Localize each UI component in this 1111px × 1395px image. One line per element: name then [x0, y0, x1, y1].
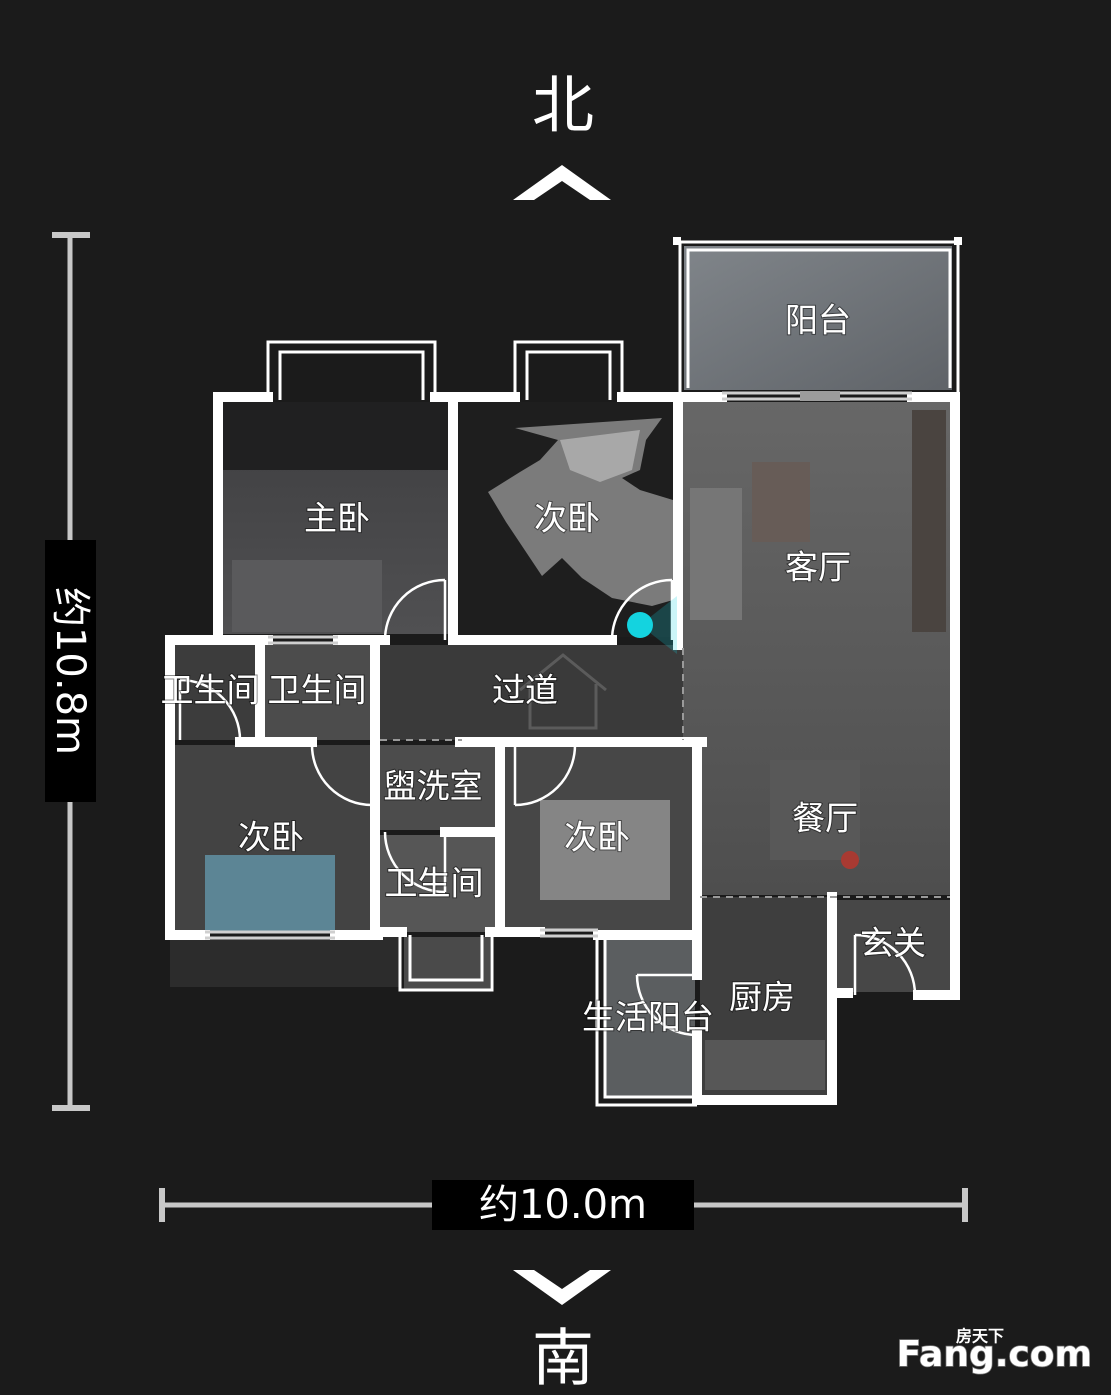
width-label: 约10.0m	[479, 1182, 647, 1228]
coffee-table-shape	[752, 462, 810, 542]
room-area-washroom[interactable]	[378, 745, 495, 830]
master-bed-shape	[232, 560, 382, 632]
width-label-box	[432, 1180, 694, 1230]
south-label: 南	[532, 1322, 594, 1395]
door-entrance	[853, 933, 917, 996]
door-bathroom-south	[383, 831, 447, 894]
south-bathroom-bay-window	[398, 935, 494, 992]
chevron-up-icon	[513, 165, 611, 200]
south-bedroom-window	[540, 928, 598, 938]
windows	[205, 237, 962, 1107]
label-bathroom-south: 卫生间	[385, 864, 484, 903]
label-kitchen: 厨房	[729, 978, 795, 1017]
label-dining-room: 餐厅	[792, 799, 858, 838]
doors	[178, 578, 917, 1037]
utility-balcony-frame	[595, 935, 697, 1107]
sliding-door-handle	[800, 391, 840, 401]
tv-cabinet-shape	[912, 410, 946, 632]
watermark-house-icon	[519, 653, 607, 730]
compass-south: 南	[513, 1270, 611, 1395]
label-entrance: 玄关	[860, 924, 926, 963]
label-bedroom-southwest: 次卧	[238, 818, 304, 857]
room-area-balcony[interactable]	[684, 246, 952, 390]
north-label: 北	[532, 69, 594, 142]
label-bedroom-north: 次卧	[534, 499, 600, 538]
kitchen-counter-shape	[705, 1040, 825, 1090]
sofa-shape	[690, 488, 742, 620]
compass-north: 北	[513, 69, 611, 200]
door-master-bedroom	[383, 578, 447, 641]
scan-bleed-southwest	[170, 937, 400, 987]
balcony-corner-left	[673, 237, 681, 245]
balcony-corner-right	[954, 237, 962, 245]
southwest-bed-shape	[205, 855, 335, 933]
open-boundaries	[380, 648, 950, 898]
door-bedroom-north	[610, 578, 674, 641]
door-bathroom-west	[178, 678, 242, 741]
label-utility-balcony: 生活阳台	[582, 998, 714, 1037]
label-washroom: 盥洗室	[384, 767, 483, 806]
fang-logo: 房天下 Fang.com	[896, 1327, 1093, 1376]
width-scale-bar: 约10.0m	[159, 1180, 968, 1230]
walls	[165, 392, 960, 1105]
room-area-hallway[interactable]	[378, 645, 683, 740]
logo-cn-text: 房天下	[956, 1327, 1004, 1346]
chevron-down-icon	[513, 1270, 611, 1305]
label-living-room: 客厅	[785, 548, 851, 587]
door-utility-balcony	[635, 973, 698, 1037]
southwest-bedroom-window	[205, 930, 335, 940]
master-bay-window	[266, 340, 437, 400]
north-bedroom-bay-window	[513, 340, 624, 400]
height-label: 约10.8m	[47, 587, 93, 755]
door-bedroom-southwest	[310, 744, 373, 807]
label-master-bedroom: 主卧	[304, 499, 370, 538]
door-bedroom-south	[513, 744, 577, 807]
label-balcony: 阳台	[785, 301, 851, 340]
room-area-utility-balcony[interactable]	[605, 937, 695, 1097]
room-area-bathroom-middle[interactable]	[265, 645, 370, 740]
label-hallway: 过道	[492, 671, 558, 710]
bedroom-north-scan-highlight	[560, 430, 640, 482]
balcony-frame	[678, 240, 960, 392]
room-areas	[170, 246, 952, 1097]
red-chair-shape	[841, 851, 859, 869]
furniture-details	[205, 410, 946, 1090]
label-bedroom-south: 次卧	[564, 818, 630, 857]
dining-table-shape	[770, 760, 860, 860]
position-marker-icon	[627, 596, 677, 654]
height-label-box	[45, 540, 96, 802]
bathroom-middle-window	[268, 635, 338, 645]
logo-en-text: Fang.com	[897, 1334, 1092, 1375]
master-bedroom-dark-band	[222, 402, 448, 470]
height-scale-bar: 约10.8m	[45, 232, 96, 1111]
position-dot	[627, 612, 653, 638]
room-area-bathroom-south[interactable]	[378, 835, 495, 932]
label-bathroom-middle: 卫生间	[268, 671, 367, 710]
label-bathroom-west: 卫生间	[161, 671, 260, 710]
south-bed-shape	[540, 800, 670, 900]
room-labels: 阳台 主卧 次卧 客厅 卫生间 卫生间 过道 盥洗室 次卧 次卧 餐厅 卫生间 …	[160, 300, 928, 1038]
view-cone	[640, 596, 677, 654]
